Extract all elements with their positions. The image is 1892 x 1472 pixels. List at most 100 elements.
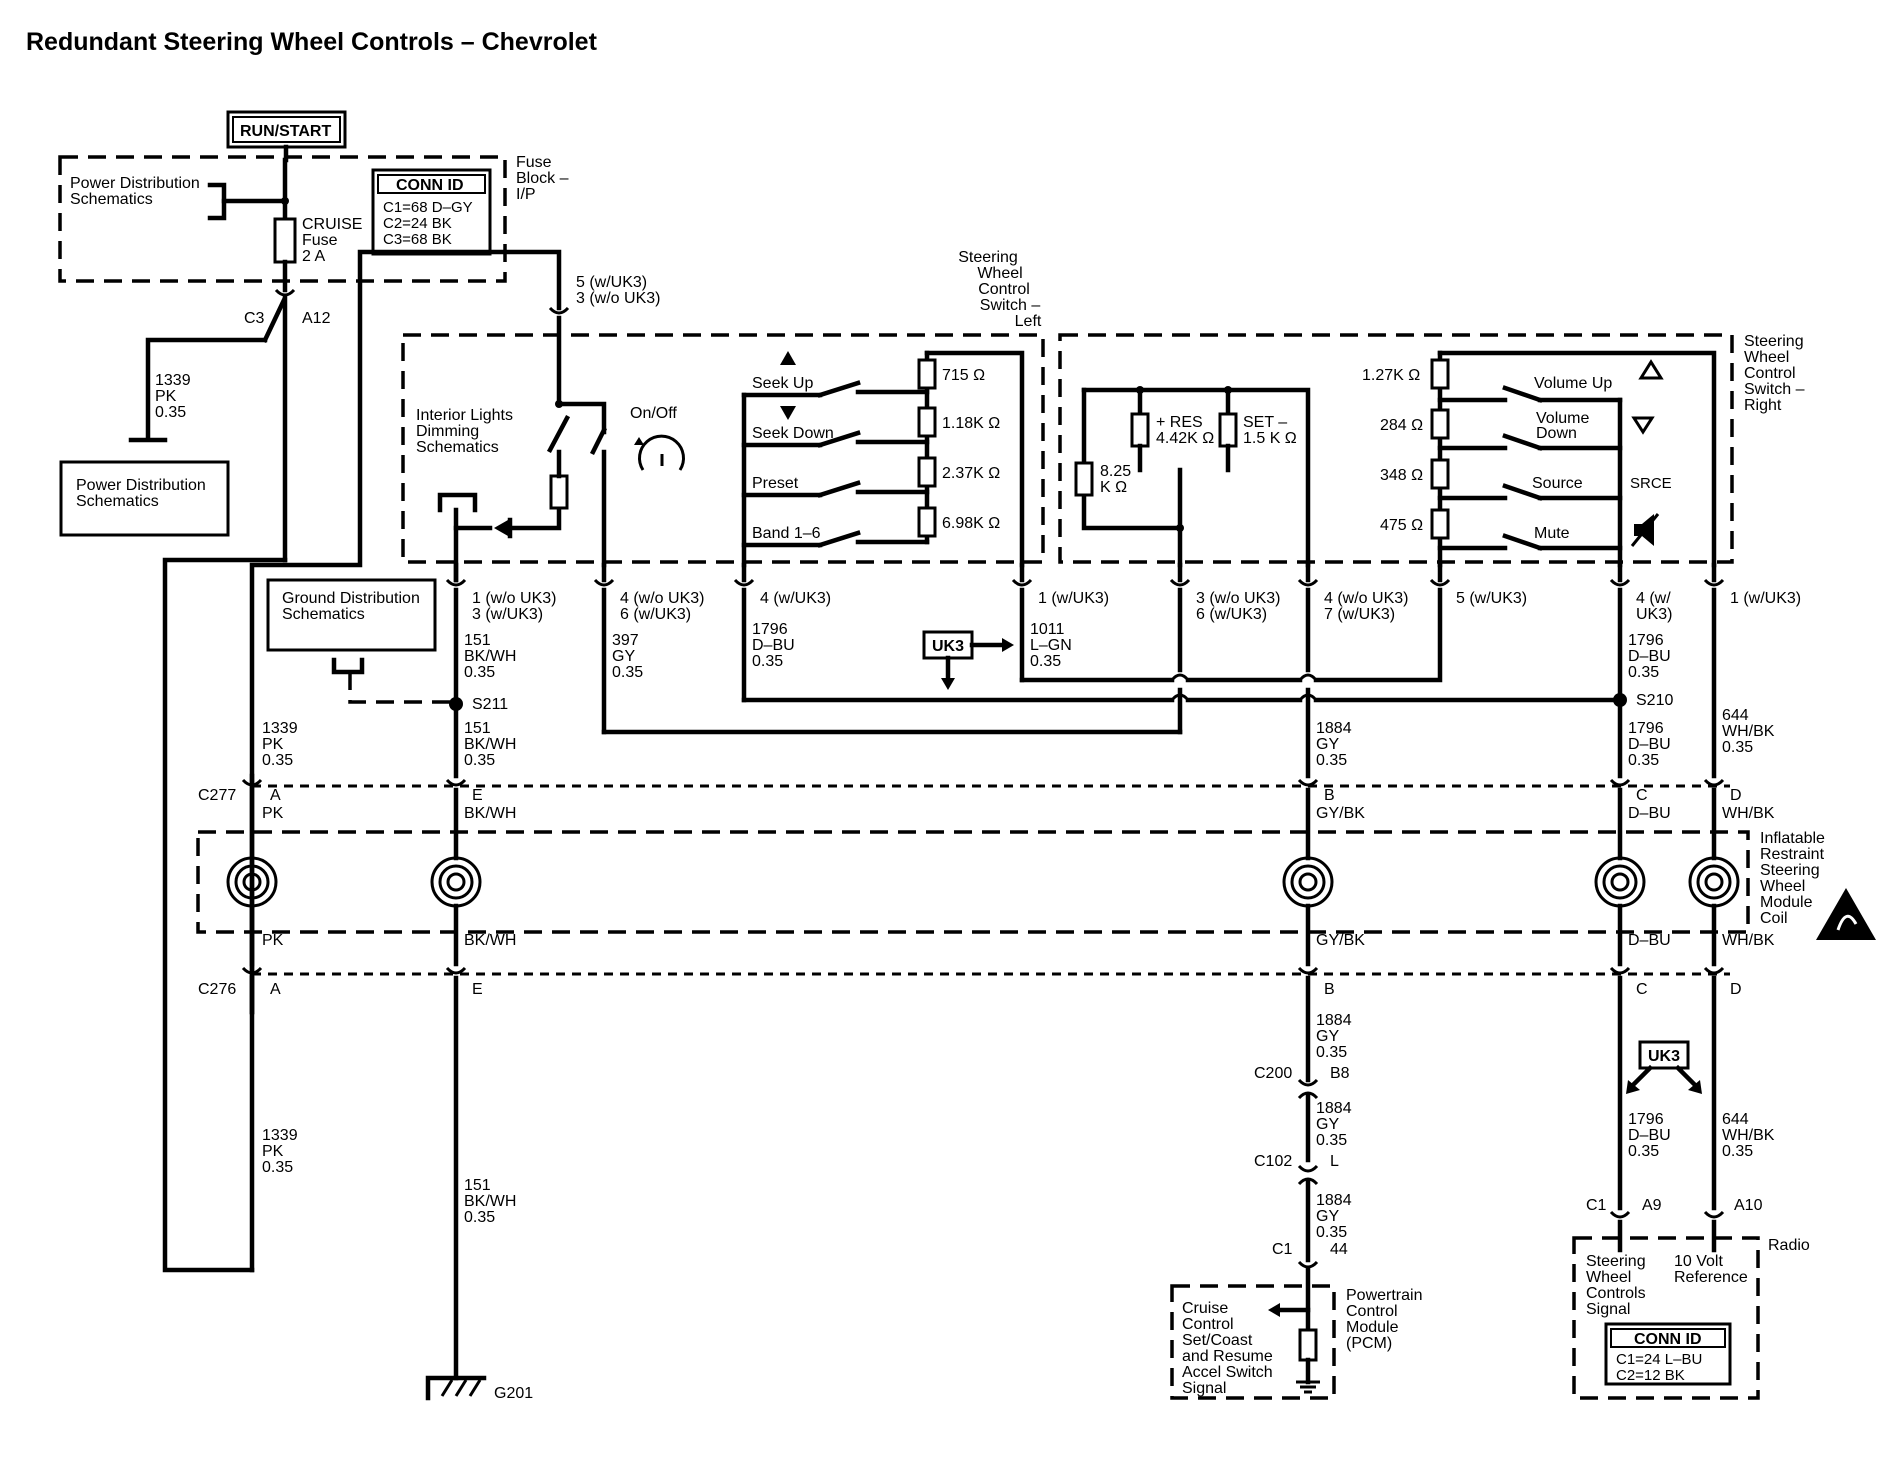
radio-w1796-label-c: 0.35 — [1628, 1143, 1659, 1160]
w1339-label-2: PK — [155, 388, 177, 405]
pin1uk-label: 1 (w/UK3) — [1038, 590, 1109, 607]
interior-lights-label-1: Interior Lights — [416, 407, 513, 424]
w151-label-c: 0.35 — [464, 664, 495, 681]
cruise-signal-label-3: Set/Coast — [1182, 1332, 1253, 1349]
pds-label-1: Power Distribution — [70, 175, 200, 192]
wire-pk-bottom: PK — [262, 932, 284, 949]
conn-id-c3: C3=68 BK — [383, 231, 452, 248]
w1884c-label-c: 0.35 — [1316, 1224, 1347, 1241]
a10-label: A10 — [1734, 1197, 1763, 1214]
r825-label-1: 8.25 — [1100, 463, 1131, 480]
w1011-label-b: L–GN — [1030, 637, 1072, 654]
fuse-block-label-1: Fuse — [516, 154, 552, 171]
lower-w151-label-b: BK/WH — [464, 1193, 516, 1210]
pin3-label-a: 3 (w/o UK3) — [1196, 590, 1280, 607]
l1884-label-a: 1884 — [1316, 720, 1352, 737]
w397-label-a: 397 — [612, 632, 639, 649]
swc-label-4: Signal — [1586, 1301, 1630, 1318]
srce-label: SRCE — [1630, 475, 1672, 492]
w1884b-label-a: 1884 — [1316, 1100, 1352, 1117]
l151-label-a: 151 — [464, 720, 491, 737]
r348-label: 348 Ω — [1380, 467, 1423, 484]
pin-b-top: B — [1324, 787, 1335, 804]
s211-splice — [449, 697, 463, 711]
pin3-label-b: 6 (w/UK3) — [1196, 606, 1267, 623]
uk3-right-arrow-icon — [1002, 638, 1014, 652]
right-switch-title-1: Steering — [1744, 333, 1804, 350]
seek-up-label: Seek Up — [752, 375, 813, 392]
lower-w151-label-c: 0.35 — [464, 1209, 495, 1226]
r825-label-2: K Ω — [1100, 479, 1127, 496]
uk3-radio-box — [1638, 1040, 1690, 1070]
w397-label-b: GY — [612, 648, 635, 665]
radio-conn-id-c1: C1=24 L–BU — [1616, 1351, 1702, 1368]
l-label: L — [1330, 1153, 1339, 1170]
w1796r-label-b: D–BU — [1628, 648, 1671, 665]
cruise-signal-label-6: Signal — [1182, 1380, 1226, 1397]
right-switch-title-3: Control — [1744, 365, 1796, 382]
c200-label: C200 — [1254, 1065, 1292, 1082]
res-value-label: 4.42K Ω — [1156, 430, 1214, 447]
c102-label: C102 — [1254, 1153, 1292, 1170]
seek-down-label: Seek Down — [752, 425, 834, 442]
diagram-title: Redundant Steering Wheel Controls – Chev… — [26, 28, 598, 56]
pin-d-bottom: D — [1730, 981, 1742, 998]
lower-w1339-label-b: PK — [262, 1143, 284, 1160]
clockspring-coil-icon — [430, 856, 482, 908]
preset-label: Preset — [752, 475, 799, 492]
l644-label-b: WH/BK — [1722, 723, 1775, 740]
pin-c-bottom: C — [1636, 981, 1648, 998]
gds-label-2: Schematics — [282, 606, 365, 623]
w1884c-label-a: 1884 — [1316, 1192, 1352, 1209]
interior-lights-label-3: Schematics — [416, 439, 499, 456]
pin4-label-b: 6 (w/UK3) — [620, 606, 691, 623]
a12-label: A12 — [302, 310, 331, 327]
w1339-label-1: 1339 — [155, 372, 191, 389]
c3-label: C3 — [244, 310, 265, 327]
ref-label-2: Reference — [1674, 1269, 1748, 1286]
r475-label: 475 Ω — [1380, 517, 1423, 534]
r715-label: 715 Ω — [942, 367, 985, 384]
pin4uk-label: 4 (w/UK3) — [760, 590, 831, 607]
wire-bkwh-bottom: BK/WH — [464, 932, 516, 949]
pin5uk-label: 5 (w/UK3) — [1456, 590, 1527, 607]
radio-conn-id-c2: C2=12 BK — [1616, 1367, 1685, 1384]
w1011-label-a: 1011 — [1030, 621, 1065, 638]
l1339-label-b: PK — [262, 736, 284, 753]
fuse-label: Fuse — [302, 232, 338, 249]
pin1-label-a: 1 (w/o UK3) — [472, 590, 556, 607]
right-switch-outline — [1058, 333, 1734, 564]
w1884b-label-c: 0.35 — [1316, 1132, 1347, 1149]
wire-gybk-bottom: GY/BK — [1316, 932, 1365, 949]
intermediate-wiring: 151 BK/WH 0.35 S211 151 BK/WH 0.35 Groun… — [262, 578, 1775, 779]
l1884-label-b: GY — [1316, 736, 1339, 753]
signal-arrow-icon — [1268, 1303, 1280, 1317]
seek-up-arrow-icon — [780, 351, 796, 365]
right-switch-title-2: Wheel — [1744, 349, 1789, 366]
a9-label: A9 — [1642, 1197, 1662, 1214]
inflatable-restraint-coil-outline — [196, 830, 1750, 934]
clockspring-section: C277 A E B C D PK BK/WH GY/BK D–BU WH/BK — [196, 773, 1876, 1015]
left-switch-title-1: Steering — [958, 249, 1018, 266]
diode-symbol — [494, 520, 508, 536]
dimmer-knob-icon — [634, 434, 685, 471]
w1011-label-c: 0.35 — [1030, 653, 1061, 670]
c277-label: C277 — [198, 787, 236, 804]
w1796r-label-a: 1796 — [1628, 632, 1664, 649]
l1884-label-c: 0.35 — [1316, 752, 1347, 769]
b8-label: B8 — [1330, 1065, 1350, 1082]
pin-e-bottom: E — [472, 981, 483, 998]
left-switch-section: 5 (w/UK3) 3 (w/o UK3) Steering Wheel Con… — [249, 249, 1045, 1015]
s210-label: S210 — [1636, 692, 1673, 709]
wire-whbk-top: WH/BK — [1722, 805, 1775, 822]
cruise-fuse-symbol — [273, 217, 297, 264]
pin4w-label-b: UK3) — [1636, 606, 1672, 623]
l1339-label-a: 1339 — [262, 720, 298, 737]
pin-d-top: D — [1730, 787, 1742, 804]
swc-label-2: Wheel — [1586, 1269, 1631, 1286]
right-switch-title-4: Switch – — [1744, 381, 1805, 398]
right-switch-title-5: Right — [1744, 397, 1782, 414]
coil-label-2: Restraint — [1760, 846, 1825, 863]
amp-label: 2 A — [302, 248, 325, 265]
